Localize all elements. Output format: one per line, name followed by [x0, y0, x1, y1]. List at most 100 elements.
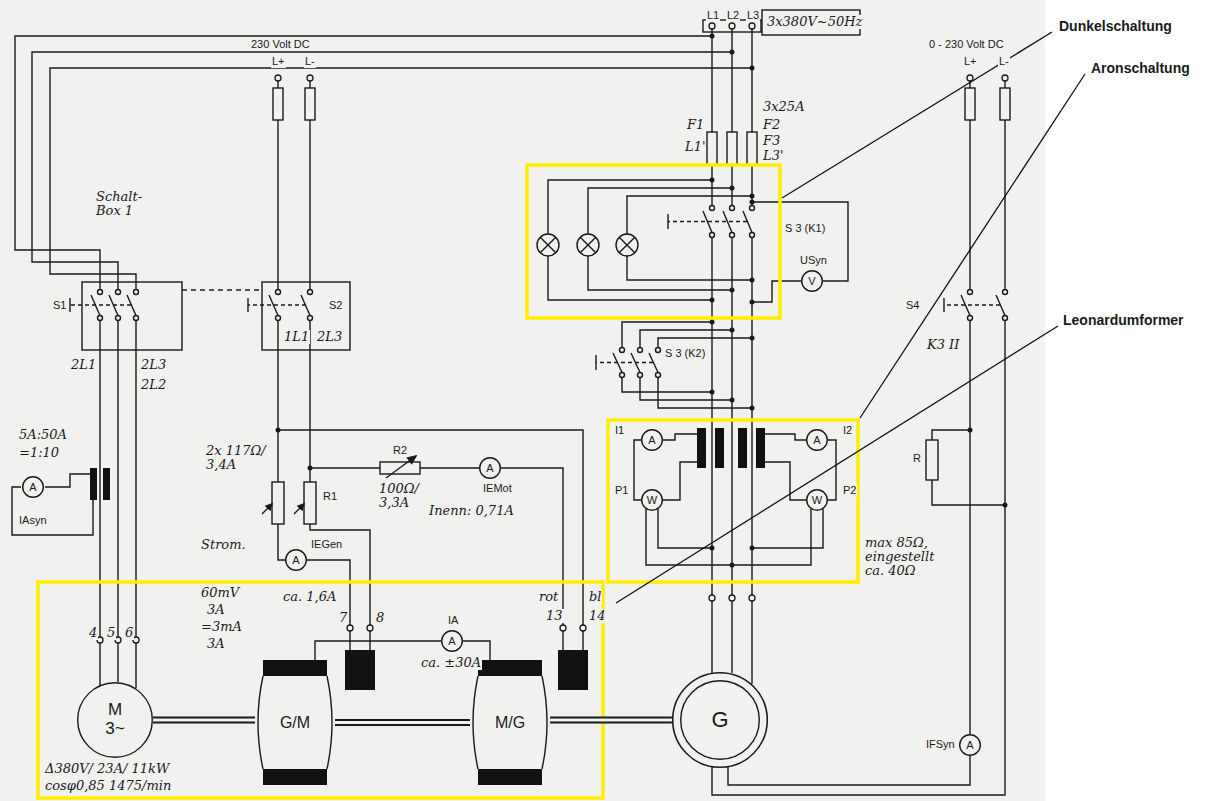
switch-symbol	[70, 214, 944, 370]
junction-dot	[276, 428, 281, 433]
contactor-note: K3 II	[926, 338, 960, 352]
handwritten-note: Schalt-Box 1	[95, 190, 167, 218]
switch-label: S4	[905, 299, 920, 312]
resistor-symbol	[298, 504, 304, 510]
resistor-symbol	[926, 440, 938, 480]
fuse-note: 3x25A	[762, 100, 806, 114]
switch-symbol	[710, 233, 715, 238]
supply-note: 3x380V~50Hz	[766, 15, 863, 29]
terminal-label: L2	[726, 9, 740, 22]
junction-dot	[710, 546, 715, 551]
leader-line	[616, 326, 1058, 603]
symbol-text: 3~	[105, 720, 124, 739]
symbol-letter: A	[448, 635, 455, 647]
resistor-note: max 85Ω, eingestellt ca. 40Ω	[864, 536, 956, 578]
junction-dot	[750, 194, 755, 199]
switch-symbol	[656, 373, 661, 378]
wire	[634, 434, 836, 500]
dc-machine: M/G	[470, 660, 550, 785]
wire-label: 2L1	[70, 358, 97, 372]
junction-dot	[730, 563, 735, 568]
terminal-number: 13	[545, 609, 564, 623]
highlight-box	[608, 420, 858, 582]
ratio-note: =1:10	[18, 446, 60, 460]
current-transformer	[697, 428, 706, 468]
terminal	[749, 23, 755, 29]
terminal-label: L1	[706, 9, 720, 22]
terminal	[709, 23, 715, 29]
fuse-symbol	[747, 132, 757, 165]
switch-symbol	[134, 290, 139, 295]
wire	[752, 202, 848, 302]
shaft-outline	[335, 719, 470, 726]
wire-label: L3'	[762, 149, 784, 163]
wire	[182, 289, 262, 290]
lamp-symbol	[540, 237, 556, 253]
switch-symbol	[710, 206, 715, 211]
instrument-circle	[642, 490, 663, 511]
switch-symbol	[308, 290, 313, 295]
ratio-note: 5A:50A	[18, 428, 68, 442]
terminal-number: 4	[88, 626, 98, 640]
ammeter: AI1	[641, 429, 663, 451]
shaft-outline	[153, 717, 255, 724]
callout-label: Aronschaltung	[1090, 60, 1191, 77]
ammeter: AIEMot	[479, 457, 501, 479]
terminal	[97, 23, 1008, 643]
meter-label: P1	[614, 484, 629, 497]
shaft-coupling	[153, 720, 255, 721]
junction-dot	[730, 328, 735, 333]
shunt-note: 3A	[206, 603, 226, 617]
resistor-symbol	[266, 504, 272, 510]
switch-symbol	[1003, 316, 1008, 321]
wire	[15, 36, 712, 290]
terminal	[749, 595, 755, 601]
lamp-symbol	[616, 234, 638, 256]
meter-label: P2	[842, 484, 857, 497]
symbol-letter: A	[29, 481, 36, 493]
terminal	[347, 625, 353, 631]
junction-dot	[750, 336, 755, 341]
switch-symbol	[276, 290, 281, 295]
field-pole	[478, 769, 542, 785]
switch-symbol	[1003, 290, 1008, 295]
switch-symbol	[730, 206, 735, 211]
terminal-number: 7	[338, 611, 348, 625]
supply-label: 0 - 230 Volt DC	[928, 38, 1005, 51]
meter-label: IA	[447, 614, 459, 627]
symbol-letter: M	[108, 701, 122, 720]
fuse-label: F2	[762, 118, 781, 132]
junction-dot	[730, 50, 735, 55]
callout-label: Dunkelschaltung	[1058, 18, 1173, 35]
ammeter: AIEGen	[285, 549, 307, 571]
terminal-number: 8	[375, 611, 385, 625]
symbol-letter: W	[647, 494, 657, 506]
wire	[50, 68, 752, 290]
wire	[307, 321, 563, 626]
wire	[32, 52, 732, 290]
junction-dot	[710, 298, 715, 303]
switch-symbol	[638, 348, 643, 353]
shaft-outline	[550, 717, 672, 724]
switch-symbol	[276, 316, 281, 321]
symbol-letter: G	[711, 708, 728, 732]
terminal-number: 5	[106, 626, 116, 640]
field-pole	[478, 660, 542, 676]
switch-symbol	[968, 316, 973, 321]
terminal-label: L-	[998, 55, 1010, 68]
terminal-number: 6	[124, 626, 134, 640]
ammeter: AIA	[441, 630, 463, 652]
junction-dot	[730, 186, 735, 191]
junction-dot	[750, 200, 755, 205]
junction-dot	[276, 34, 1008, 568]
switch-symbol	[98, 290, 103, 295]
meter-label: IEGen	[310, 538, 343, 551]
junction-dot	[750, 278, 755, 283]
fuse-label: F3	[762, 134, 781, 148]
leader-line	[782, 32, 1052, 198]
switch-symbol	[70, 206, 1008, 378]
field-winding	[345, 650, 375, 690]
symbol-letter: A	[966, 739, 973, 751]
